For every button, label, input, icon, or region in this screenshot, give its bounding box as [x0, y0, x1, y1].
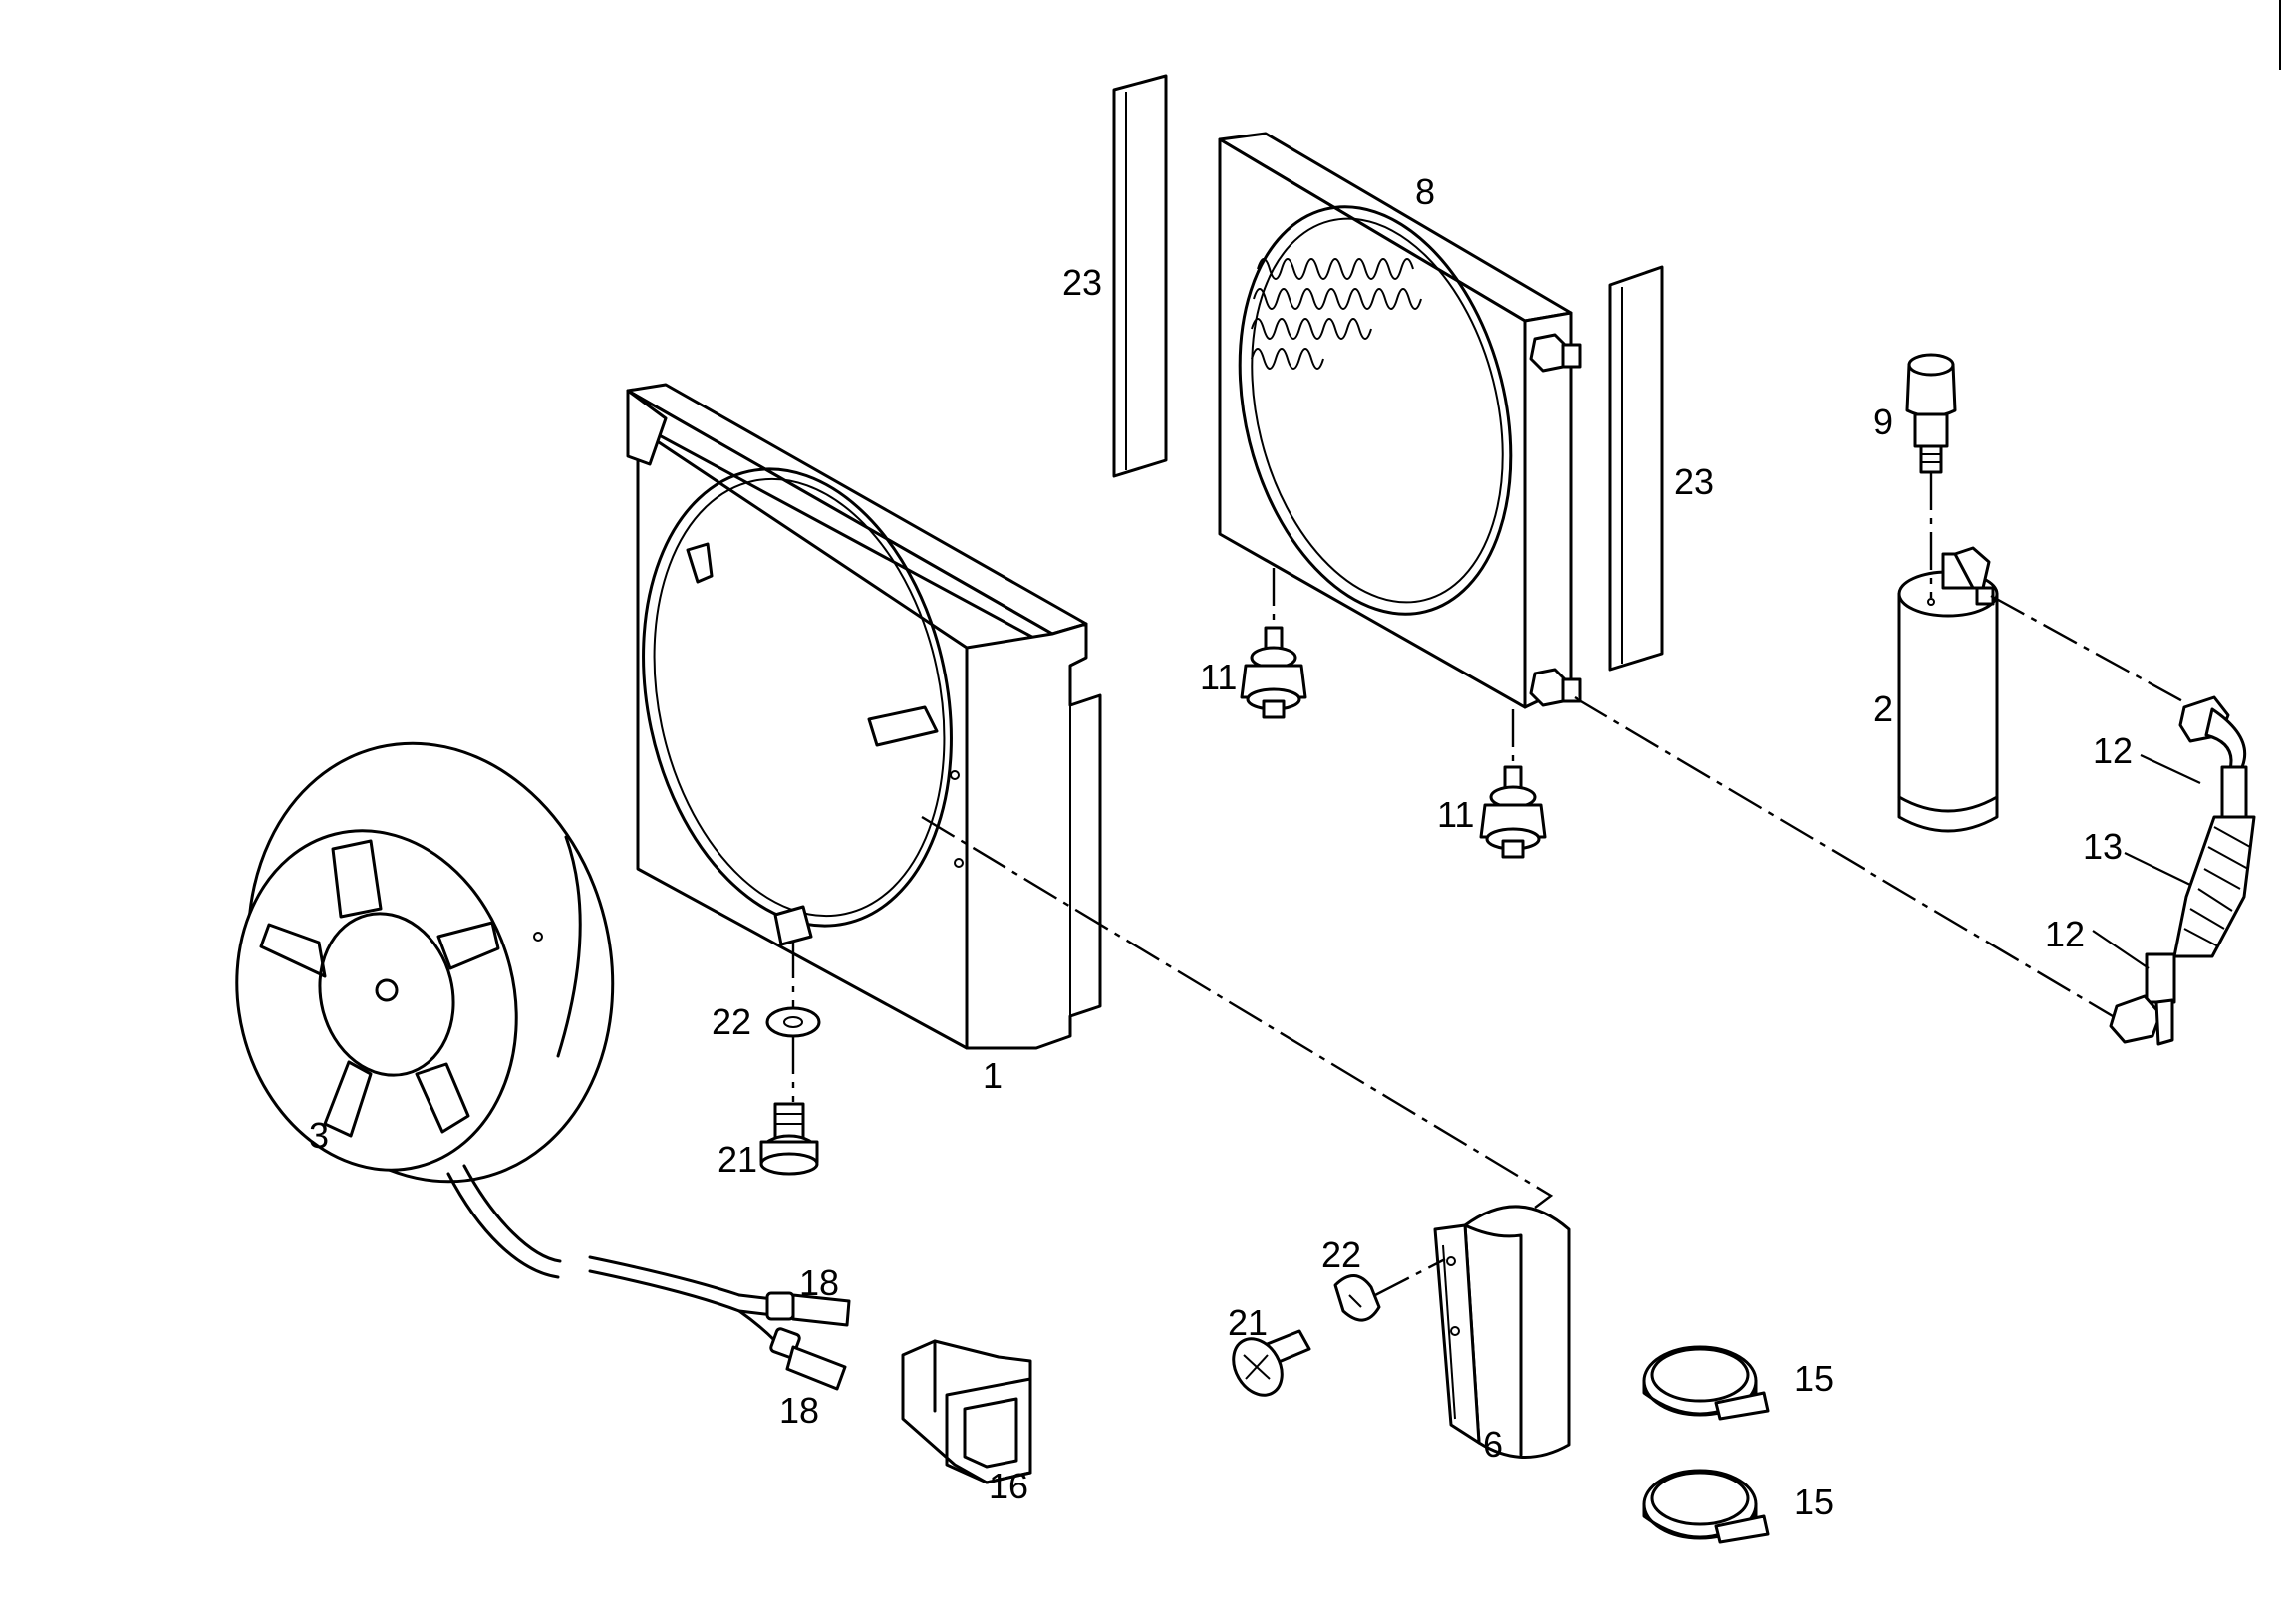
condenser: [1218, 132, 1582, 709]
callout-9: 9: [1873, 402, 1893, 442]
hose-assembly: [2109, 695, 2256, 1046]
callout-23-right: 23: [1674, 461, 1714, 502]
callout-18-lower: 18: [779, 1390, 819, 1431]
receiver-drier: [1897, 546, 1999, 833]
hose-clamp-upper: [1642, 1345, 1770, 1421]
callout-23-left: 23: [1062, 262, 1102, 303]
callout-11-lower: 11: [1437, 794, 1474, 835]
callout-16: 16: [989, 1466, 1028, 1506]
electric-fan: [235, 741, 741, 1313]
callout-6: 6: [1483, 1424, 1503, 1465]
callout-3: 3: [309, 1115, 329, 1156]
callout-22-left: 22: [712, 1001, 751, 1042]
callout-2: 2: [1873, 688, 1893, 729]
callout-11-upper: 11: [1200, 657, 1237, 697]
washer-right: [1333, 1274, 1381, 1322]
callout-12-lower: 12: [2045, 914, 2085, 954]
callout-13: 13: [2083, 826, 2123, 867]
seal-strip-right: [1608, 265, 1664, 672]
leader-13: [2124, 852, 2191, 886]
callout-8: 8: [1415, 171, 1435, 212]
leader-12-lower: [2092, 930, 2150, 969]
seal-strip-left: [1112, 74, 1168, 478]
screw-right: [1232, 1329, 1311, 1397]
callout-15-upper: 15: [1794, 1358, 1834, 1399]
mounting-clamp: [1433, 1205, 1571, 1459]
leader-12-upper: [2140, 754, 2201, 784]
callout-1: 1: [983, 1055, 1003, 1096]
callout-18-upper: 18: [799, 1262, 839, 1303]
rubber-mount-lower: [1479, 765, 1547, 859]
rubber-mount-upper: [1240, 626, 1307, 719]
pressure-switch: [1905, 353, 1957, 474]
connector-housing: [901, 1339, 1032, 1484]
callout-12-upper: 12: [2093, 730, 2133, 771]
assembly-lines: [791, 472, 2187, 1297]
bolt-left: [759, 1102, 819, 1176]
callout-21-left: 21: [718, 1139, 757, 1180]
callout-15-lower: 15: [1794, 1482, 1834, 1522]
fan-shroud: [626, 383, 1102, 1050]
washer-left: [765, 1006, 821, 1038]
hose-clamp-lower: [1642, 1469, 1770, 1544]
callout-22-right: 22: [1321, 1234, 1361, 1275]
callout-21-right: 21: [1228, 1302, 1268, 1343]
cable-terminals: [737, 1291, 851, 1391]
